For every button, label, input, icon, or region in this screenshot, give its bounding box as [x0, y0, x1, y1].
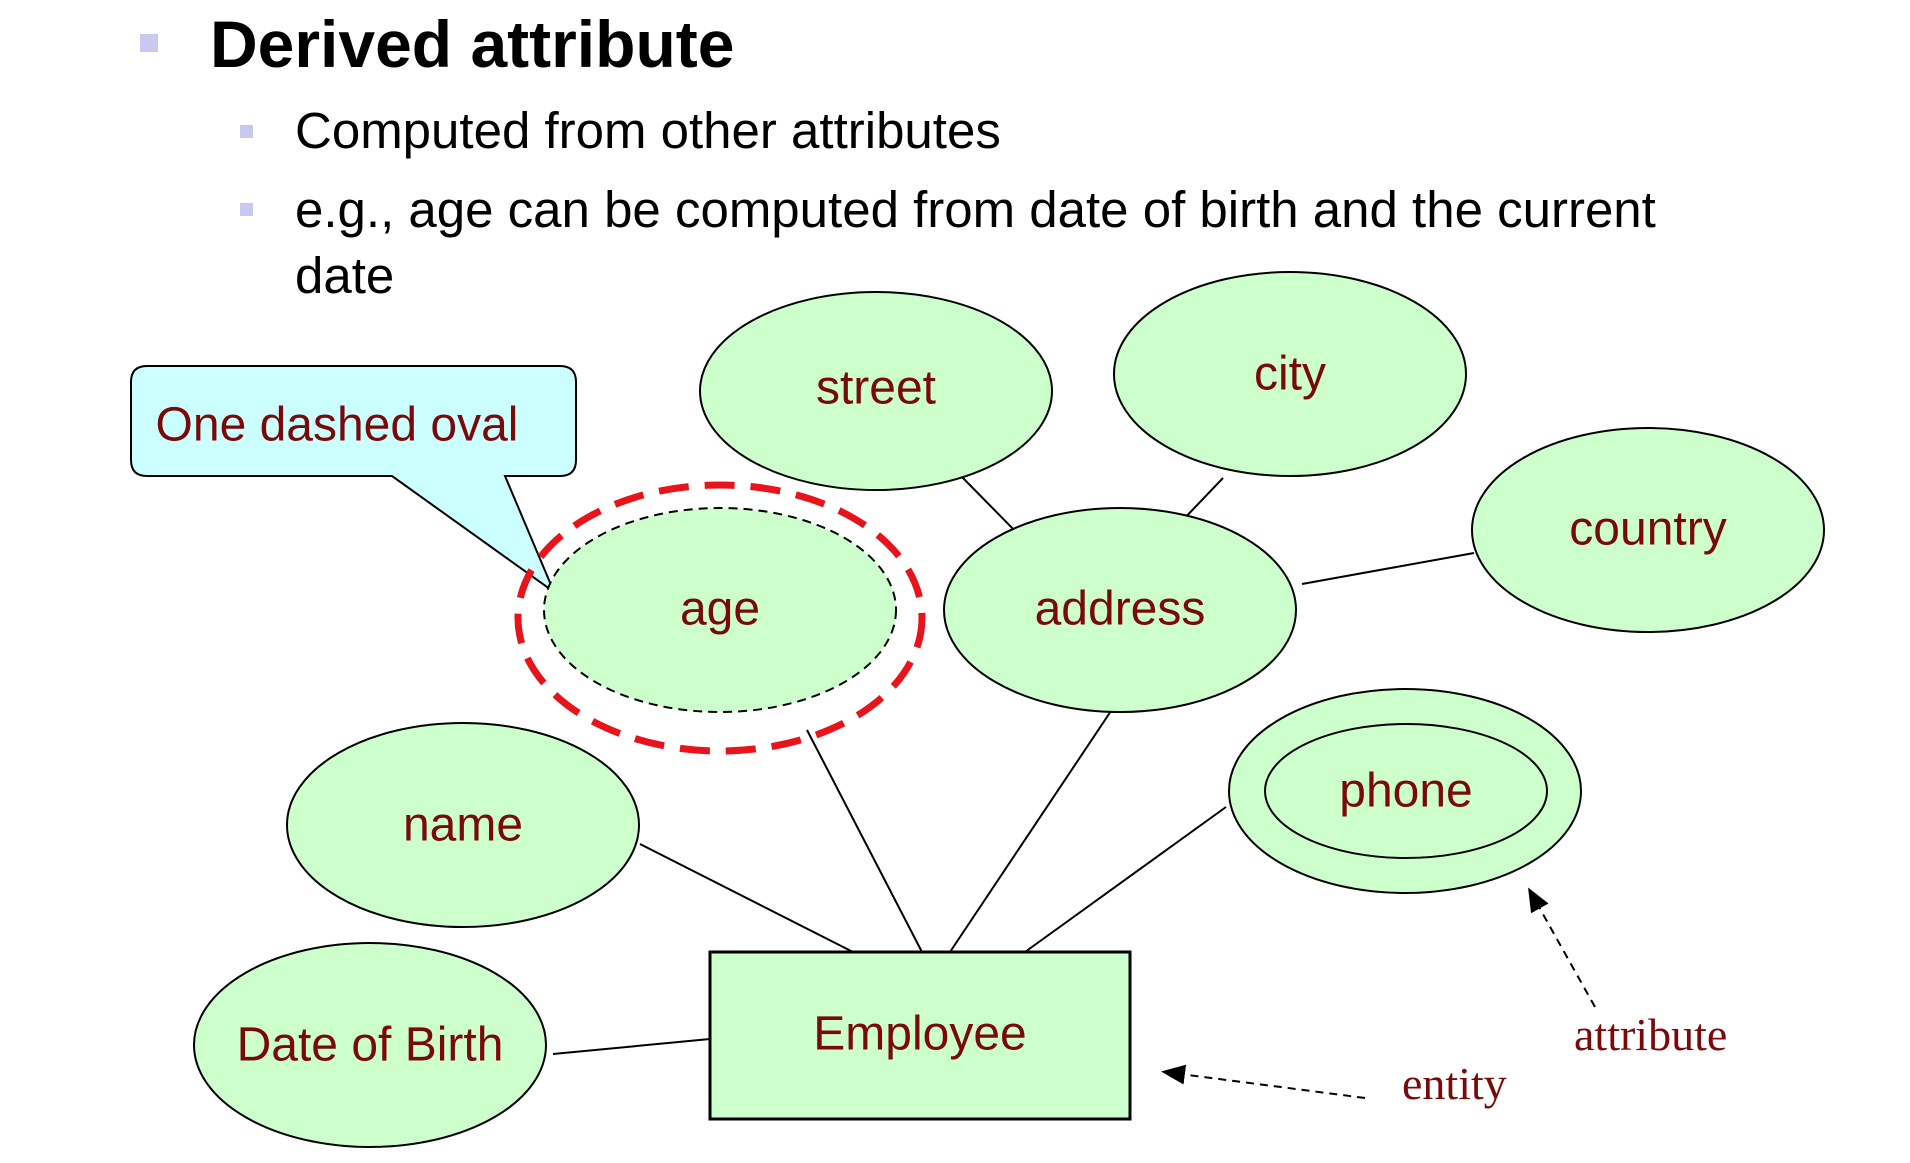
edge-age-employee — [806, 729, 923, 953]
sub-bullet-2 — [240, 203, 253, 216]
callout-text: One dashed oval — [156, 399, 519, 452]
attribute-age-label: age — [680, 583, 760, 636]
callout-bubble — [130, 365, 577, 595]
sub-bullet-text-2-cont: date — [295, 247, 395, 304]
attribute-street-label: street — [816, 362, 936, 415]
entity-employee-box — [708, 950, 1132, 1121]
attribute-age-oval — [543, 507, 897, 713]
edge-address-employee — [949, 707, 1114, 953]
edge-country-address — [1301, 552, 1475, 585]
entity-pointer-arrow — [1161, 1064, 1366, 1099]
sub-bullet-text-2: e.g., age can be computed from date of b… — [295, 181, 1656, 238]
attribute-street-oval — [699, 291, 1053, 491]
sub-bullet-text-1: Computed from other attributes — [295, 102, 1001, 159]
attribute-pointer-arrow — [1528, 887, 1596, 1008]
attribute-dob-oval — [193, 942, 547, 1148]
edge-name-employee — [639, 843, 854, 953]
attribute-annotation-label: attribute — [1574, 1009, 1727, 1060]
sub-bullet-1 — [240, 125, 253, 138]
attribute-address-label: address — [1035, 583, 1206, 636]
attribute-phone-label: phone — [1339, 765, 1472, 818]
derived-highlight-ring — [514, 481, 926, 755]
attribute-phone-inner-oval — [1264, 723, 1548, 859]
attribute-name-oval — [286, 722, 640, 928]
edge-dob-employee — [552, 1038, 711, 1055]
edge-phone-employee — [1024, 806, 1227, 953]
slide-heading: Derived attribute — [210, 7, 735, 81]
attribute-city-label: city — [1254, 348, 1326, 401]
entity-employee-label: Employee — [813, 1008, 1026, 1061]
attribute-country-oval — [1471, 427, 1825, 633]
attribute-name-label: name — [403, 799, 523, 852]
attribute-address-oval — [943, 507, 1297, 713]
entity-annotation-label: entity — [1402, 1058, 1507, 1109]
heading-bullet — [140, 34, 158, 52]
attribute-city-oval — [1113, 271, 1467, 477]
attribute-country-label: country — [1569, 503, 1726, 556]
edge-street-address — [961, 476, 1023, 539]
attribute-dob-label: Date of Birth — [237, 1019, 504, 1072]
